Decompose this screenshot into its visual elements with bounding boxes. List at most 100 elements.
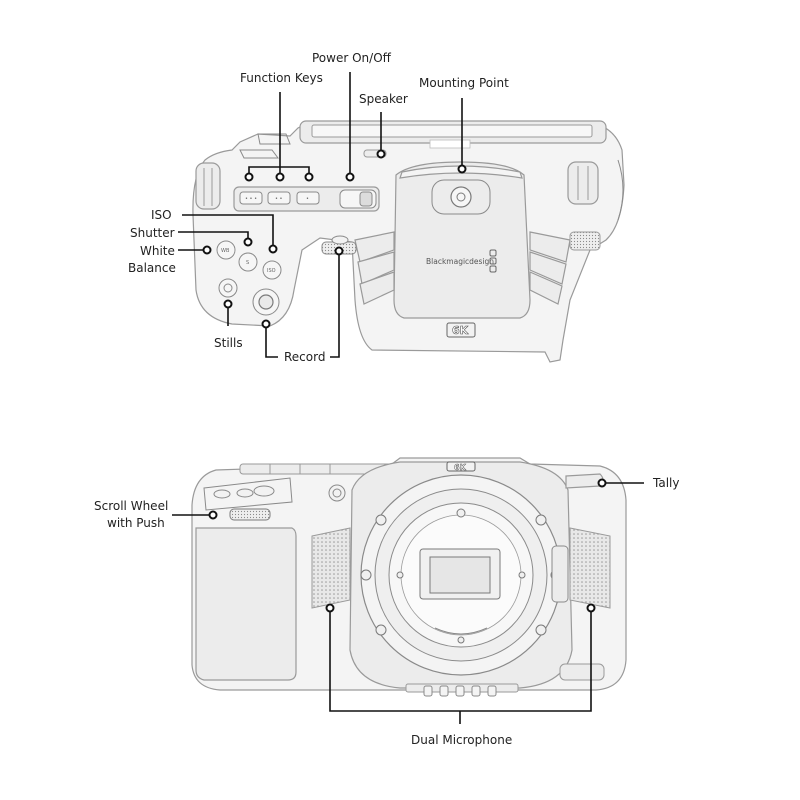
left-microphone-dot [325,603,335,613]
front-view-small-button-inner [332,488,342,498]
iso-dot [268,244,278,254]
mounting-point-screw-inner [456,192,466,202]
top-view: • • • • • • Blackmagicdesign 6K [128,51,625,364]
front-view-small-button[interactable] [328,484,346,502]
top-view-6k-badge [446,322,476,338]
shutter-label: Shutter [130,226,175,240]
white-balance-button-text: WB [221,248,230,254]
stills-dot [223,299,233,309]
scroll-wheel-dot [208,510,218,520]
power-dot [345,172,355,182]
mounting-point-label: Mounting Point [419,76,509,90]
function-key-1-mark: • • • [245,196,257,202]
front-view-grip [195,527,297,681]
front-view-top-button-1 [213,489,231,499]
top-view-left-strap-lug [195,162,221,210]
white-balance-button[interactable] [216,240,236,260]
white-balance-dot [202,245,212,255]
front-view-control-top [203,477,293,511]
top-view-right-edge [617,159,624,221]
front-view-bottom-vents [405,683,519,697]
tally-label: Tally [652,476,679,490]
mount-screw-1 [375,514,387,526]
function-key-1-dot [244,172,254,182]
mount-screw-7 [456,508,466,518]
top-view-front-lip [239,149,279,159]
dual-microphone-label: Dual Microphone [411,733,512,747]
tally-light [565,473,604,489]
shutter-button-text: S [246,260,249,266]
mount-screw-9 [518,571,526,579]
shutter-dot [243,237,253,247]
record-leader [265,254,340,358]
top-view-scroll-wheel-cap [331,235,349,245]
brand-square-2 [489,257,497,265]
top-view-right-strap-lug [567,161,599,205]
scroll-wheel-label-line1: Scroll Wheel [94,499,168,513]
record-label: Record [284,350,325,364]
scroll-wheel[interactable] [229,508,271,521]
speaker-label: Speaker [359,92,408,106]
record-dot [261,319,271,329]
white-label: White [140,244,175,258]
top-view-screen-inner [311,124,593,138]
top-view-right-grille [569,231,601,251]
tally-dot [597,478,607,488]
shutter-button[interactable] [238,252,258,272]
shutter-leader [178,231,249,239]
front-view: 6K [94,457,679,747]
mounting-point-screw [450,186,472,208]
function-key-1[interactable] [239,191,263,205]
scroll-wheel-label-line2: with Push [107,516,165,530]
front-view-6k-badge [446,461,476,472]
function-key-3-mark: • [306,196,309,202]
mount-screw-5 [360,569,372,581]
function-key-2-dot [275,172,285,182]
speaker-detail [429,139,471,149]
top-view-mount-block [393,161,531,319]
brand-square-1 [489,249,497,257]
dual-microphone-leader [329,611,592,724]
stills-button[interactable] [218,278,238,298]
iso-button[interactable] [262,260,282,280]
right-microphone-grille [569,527,611,609]
iso-label: ISO [151,208,172,222]
top-view-left-fins [354,231,395,305]
record-wheel-dot [334,246,344,256]
iso-button-text: ISO [267,268,276,274]
power-switch-knob [359,191,373,207]
front-view-top-button-3 [253,485,275,497]
mount-screw-2 [535,514,547,526]
top-view-right-fins [529,231,571,305]
front-view-6k-badge-text: 6K [454,463,467,472]
mount-screw-3 [375,624,387,636]
speaker-dot [376,149,386,159]
top-view-brand: Blackmagicdesign [426,257,494,266]
right-microphone-dot [586,603,596,613]
sensor [429,556,491,594]
front-view-top-button-2 [236,488,254,498]
power-label: Power On/Off [312,51,392,65]
function-key-3[interactable] [296,191,320,205]
balance-label: Balance [128,261,176,275]
function-key-3-dot [304,172,314,182]
top-view-6k-badge-text: 6K [452,324,469,337]
front-view-right-bottom-slot [559,663,605,681]
record-button-inner [258,294,274,310]
mount-screw-10 [457,636,465,644]
mount-screw-8 [396,571,404,579]
function-keys-label: Function Keys [240,71,323,85]
left-microphone-grille [311,527,351,609]
function-key-2-mark: • • [275,196,283,202]
iso-leader [182,214,274,246]
stills-label: Stills [214,336,243,350]
mount-screw-4 [535,624,547,636]
function-keys-leader [248,92,310,177]
mounting-point-dot [457,164,467,174]
brand-square-3 [489,265,497,273]
top-view-front-lip-2 [257,133,291,145]
lens-contacts [434,627,488,635]
function-key-2[interactable] [267,191,291,205]
front-view-right-latch [551,545,569,603]
